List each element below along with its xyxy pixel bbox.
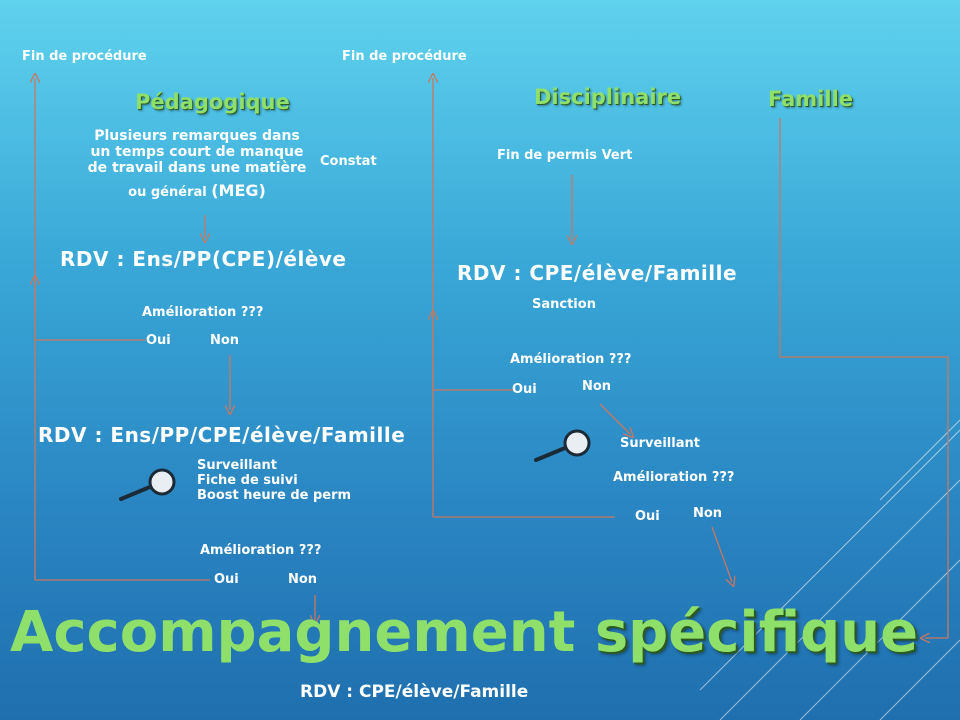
header-pedagogique: Pédagogique	[135, 90, 290, 114]
peda-oui-1: Oui	[146, 333, 171, 348]
disc-rdv: RDV : CPE/élève/Famille	[457, 261, 738, 285]
measure-item: Surveillant	[197, 458, 277, 473]
bottom-rdv: RDV : CPE/élève/Famille	[300, 682, 529, 702]
arrow-non-big	[711, 526, 732, 582]
peda-desc-line: Plusieurs remarques dans	[94, 128, 300, 144]
title-part-1: Accompagnement	[10, 600, 595, 665]
disc-oui-2: Oui	[635, 509, 660, 524]
disc-sanction: Sanction	[532, 297, 596, 312]
famille-path	[779, 118, 949, 638]
disc-amelioration-2: Amélioration ???	[613, 470, 735, 485]
magnifier-icon	[119, 468, 176, 501]
peda-rdv-2: RDV : Ens/PP/CPE/élève/Famille	[38, 423, 406, 447]
disc-amelioration-1: Amélioration ???	[510, 352, 632, 367]
magnifier-icon	[534, 429, 591, 462]
peda-desc-general: ou général	[128, 185, 212, 201]
disc-oui-1: Oui	[512, 382, 537, 397]
arrow-non-surveillant	[599, 403, 630, 434]
peda-desc-last: ou général (MEG)	[62, 182, 332, 201]
fin-de-procedure-label-1: Fin de procédure	[22, 49, 147, 64]
disc-non-2: Non	[693, 506, 723, 521]
peda-desc-meg: (MEG)	[211, 181, 266, 201]
fin-de-procedure-label-2: Fin de procédure	[342, 49, 467, 64]
peda-desc-line: un temps court de manque	[90, 144, 304, 161]
decorative-streaks	[699, 419, 960, 720]
disc-surveillant: Surveillant	[620, 436, 700, 451]
constat-label: Constat	[320, 154, 377, 169]
disc-non-1: Non	[582, 379, 612, 394]
header-disciplinaire: Disciplinaire	[534, 85, 682, 109]
peda-desc-line: de travail dans une matière	[87, 160, 307, 177]
title-part-2: spécifique	[594, 600, 919, 665]
peda-amelioration-1: Amélioration ???	[142, 305, 264, 320]
measure-item: Fiche de suivi	[197, 472, 298, 488]
peda-non-1: Non	[210, 333, 240, 348]
peda-measures: Surveillant Fiche de suivi Boost heure d…	[197, 458, 352, 504]
accompagnement-specifique-title: Accompagnement spécifique	[10, 600, 918, 665]
peda-oui-2: Oui	[214, 572, 239, 587]
header-famille: Famille	[768, 87, 854, 111]
peda-rdv-1: RDV : Ens/PP(CPE)/élève	[60, 247, 347, 271]
peda-amelioration-2: Amélioration ???	[200, 543, 322, 558]
measure-item: Boost heure de perm	[197, 487, 352, 503]
peda-non-2: Non	[288, 572, 318, 587]
fin-permis-vert: Fin de permis Vert	[497, 148, 633, 163]
peda-description: Plusieurs remarques dans un temps court …	[62, 128, 332, 201]
